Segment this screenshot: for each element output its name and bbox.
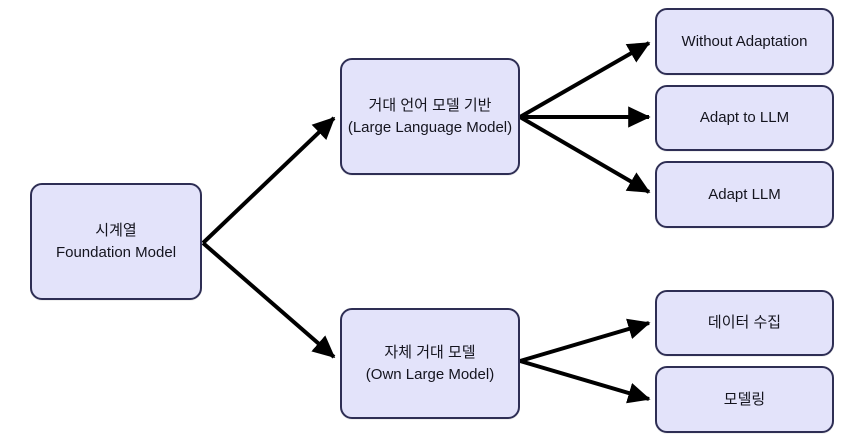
node-modeling-label: 모델링: [723, 390, 766, 408]
node-modeling[interactable]: 모델링: [655, 366, 834, 433]
edge-llm-to-without-adaptation: [519, 41, 651, 119]
node-large-language-model-line1: 거대 언어 모델 기반: [368, 96, 492, 114]
node-own-large-model-line2: (Own Large Model): [365, 365, 495, 383]
node-foundation-model-line1: 시계열: [95, 221, 137, 239]
node-without-adaptation-label: Without Adaptation: [681, 32, 808, 50]
node-adapt-llm-label: Adapt LLM: [708, 185, 781, 203]
edge-root-to-llm: [201, 116, 336, 245]
edge-llm-to-adapt-llm: [518, 115, 651, 194]
node-own-large-model[interactable]: 자체 거대 모델 (Own Large Model): [340, 308, 520, 419]
node-adapt-to-llm[interactable]: Adapt to LLM: [655, 85, 834, 151]
node-foundation-model[interactable]: 시계열 Foundation Model: [30, 183, 202, 300]
node-large-language-model[interactable]: 거대 언어 모델 기반 (Large Language Model): [340, 58, 520, 175]
node-large-language-model-line2: (Large Language Model): [347, 118, 513, 136]
node-data-collection-label: 데이터 수집: [707, 314, 782, 332]
node-foundation-model-line2: Foundation Model: [55, 243, 177, 261]
node-data-collection[interactable]: 데이터 수집: [655, 290, 834, 356]
edge-root-to-own: [201, 241, 336, 359]
node-without-adaptation[interactable]: Without Adaptation: [655, 8, 834, 75]
edge-own-to-data-collection: [519, 318, 651, 363]
edge-own-to-modeling: [519, 359, 651, 404]
node-adapt-llm[interactable]: Adapt LLM: [655, 161, 834, 228]
node-adapt-to-llm-label: Adapt to LLM: [699, 109, 790, 127]
node-own-large-model-line1: 자체 거대 모델: [384, 343, 476, 361]
